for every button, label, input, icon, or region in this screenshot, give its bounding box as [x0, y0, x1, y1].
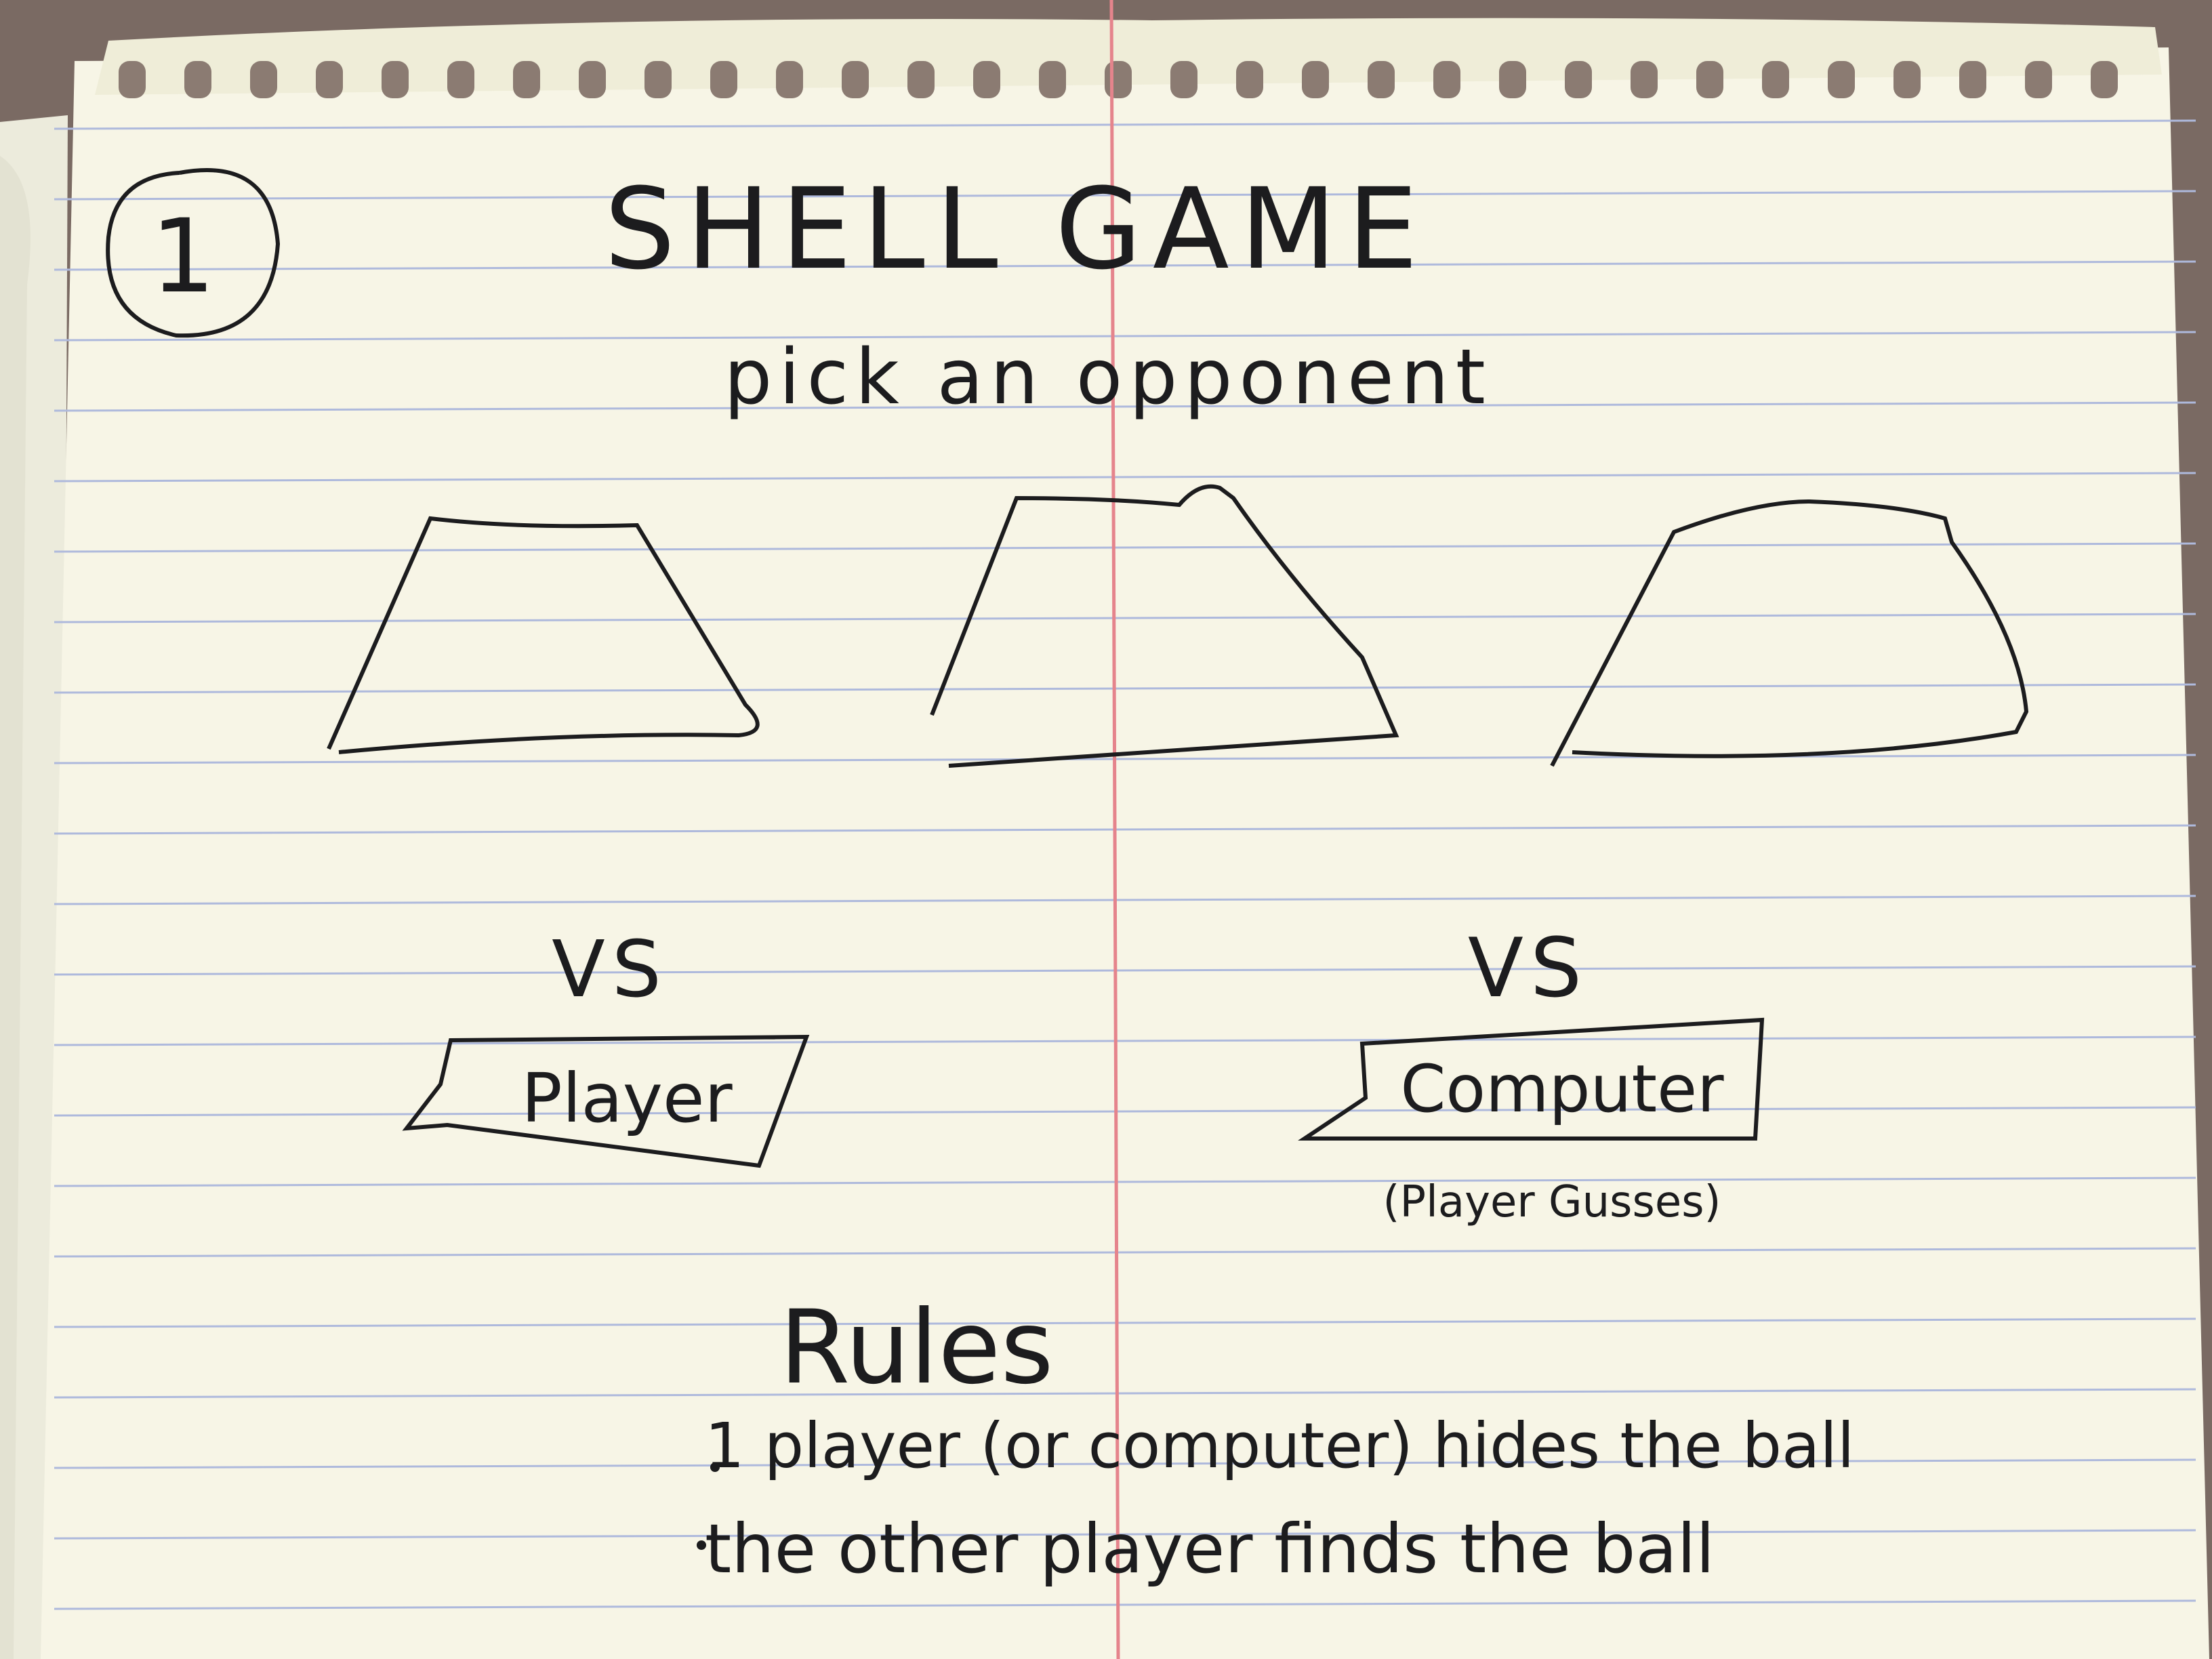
rules-heading: Rules	[779, 1289, 1054, 1407]
spiral-hole	[250, 61, 277, 98]
ruled-line	[54, 1458, 2196, 1469]
spiral-hole	[1433, 61, 1460, 98]
vs-computer-label: VS	[1468, 922, 1589, 1016]
ruled-line	[54, 613, 2196, 623]
spiral-hole	[1631, 61, 1658, 98]
spiral-hole	[1302, 61, 1329, 98]
margin-line	[1109, 0, 1120, 1659]
ruled-line	[54, 1106, 2196, 1117]
spiral-hole	[644, 61, 672, 98]
ruled-line	[54, 472, 2196, 483]
ruled-line	[54, 895, 2196, 905]
player-button-label: Player	[521, 1059, 733, 1138]
spiral-hole	[316, 61, 343, 98]
vs-player-label: VS	[552, 924, 668, 1015]
spiral-hole	[1696, 61, 1723, 98]
page-number-marker: 1	[106, 168, 281, 338]
notebook-page	[41, 47, 2209, 1659]
spiral-hole	[579, 61, 606, 98]
ruled-line	[54, 119, 2196, 130]
ruled-line	[54, 1388, 2196, 1399]
spiral-hole	[382, 61, 409, 98]
spiral-hole	[710, 61, 737, 98]
spiral-hole	[842, 61, 869, 98]
ruled-line	[54, 190, 2196, 201]
spiral-hole	[447, 61, 474, 98]
spiral-hole	[973, 61, 1000, 98]
shell-left[interactable]	[327, 516, 760, 754]
ruled-line	[54, 965, 2196, 976]
ruled-line	[54, 1317, 2196, 1328]
ruled-line	[54, 1599, 2196, 1610]
spiral-hole	[1039, 61, 1066, 98]
ruled-lines	[54, 119, 2196, 1610]
ruled-line	[54, 824, 2196, 835]
spiral-hole	[1105, 61, 1132, 98]
spiral-hole	[119, 61, 146, 98]
spiral-hole	[2091, 61, 2118, 98]
spiral-hole	[1368, 61, 1395, 98]
ruled-line	[54, 1529, 2196, 1540]
page-title: SHELL GAME	[605, 164, 1429, 294]
computer-button-label: Computer	[1400, 1051, 1724, 1127]
page-number: 1	[150, 198, 215, 316]
spiral-hole	[1828, 61, 1855, 98]
spiral-hole	[1565, 61, 1592, 98]
spiral-hole	[2025, 61, 2052, 98]
spiral-hole	[1170, 61, 1197, 98]
shell-right[interactable]	[1550, 499, 2029, 767]
ruled-line	[54, 1176, 2196, 1187]
ruled-line	[54, 1036, 2196, 1046]
underlying-page-edge	[0, 156, 30, 1659]
spiral-hole	[1959, 61, 1986, 98]
page-subtitle: pick an opponent	[724, 333, 1492, 422]
rule-item-2: the other player finds the ball	[705, 1509, 1715, 1589]
spiral-hole	[1893, 61, 1921, 98]
rule-bullet-2	[697, 1540, 706, 1550]
computer-button[interactable]: Computer	[1298, 1017, 1765, 1141]
spiral-hole	[907, 61, 935, 98]
ruled-line	[54, 331, 2196, 342]
rule-item-1: 1 player (or computer) hides the ball	[705, 1410, 1854, 1482]
shell-middle[interactable]	[930, 484, 1399, 768]
ruled-line	[54, 754, 2196, 764]
ruled-line	[54, 401, 2196, 412]
torn-top-edge	[75, 0, 2169, 98]
spiral-hole	[1762, 61, 1789, 98]
player-button[interactable]: Player	[402, 1034, 810, 1168]
spiral-hole	[1499, 61, 1526, 98]
spiral-hole	[513, 61, 540, 98]
rule-bullet-1	[710, 1462, 720, 1472]
ruled-line	[54, 260, 2196, 271]
spiral-hole	[1236, 61, 1263, 98]
computer-note: (Player Gusses)	[1383, 1177, 1721, 1227]
spiral-hole	[776, 61, 803, 98]
ruled-line	[54, 683, 2196, 694]
spiral-hole	[184, 61, 211, 98]
ruled-line	[54, 1247, 2196, 1258]
ruled-line	[54, 542, 2196, 553]
